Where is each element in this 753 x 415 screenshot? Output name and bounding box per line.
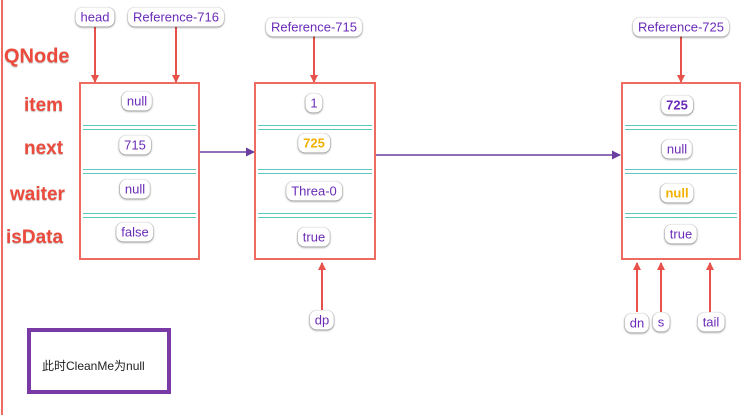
node-725 [621,82,741,260]
node-715-waiter-value: Threa-0 [286,181,342,201]
node-ref-label-715: Reference-715 [266,17,362,37]
node-725-isdata-value: true [664,224,698,244]
s-pointer-label: s [652,312,670,332]
dn-pointer-label: dn [624,313,650,333]
field-divider [625,213,737,218]
node-725-waiter-value: null [660,183,694,203]
node-725-item-value: 725 [661,95,693,115]
tail-pointer-label: tail [697,312,725,332]
field-label-waiter: waiter [10,184,65,205]
field-label-item: item [24,95,64,116]
field-label-next: next [24,138,64,159]
field-divider [83,169,196,174]
note-text: 此时CleanMe为null [42,359,145,373]
field-divider [625,125,737,130]
field-divider [258,169,372,174]
node-715 [254,82,376,260]
note-box: 此时CleanMe为null [27,328,171,394]
node-716-item-value: null [121,91,153,111]
field-divider [258,125,372,130]
node-ref-label-716: Reference-716 [128,7,224,27]
field-divider [83,125,196,130]
head-pointer-label: head [75,7,115,27]
node-716-next-value: 715 [119,135,151,155]
node-716 [79,82,200,260]
field-label-isdata: isData [6,227,64,248]
dp-pointer-label: dp [309,310,335,330]
field-divider [258,213,372,218]
type-label: QNode [4,45,70,68]
node-715-next-value: 725 [298,133,330,153]
field-divider [625,169,737,174]
node-716-waiter-value: null [119,179,151,199]
node-725-next-value: null [661,139,693,159]
node-715-item-value: 1 [305,93,323,113]
node-ref-label-725: Reference-725 [633,17,729,37]
node-716-isdata-value: false [116,222,154,242]
field-divider [83,213,196,218]
node-715-isdata-value: true [297,227,331,247]
